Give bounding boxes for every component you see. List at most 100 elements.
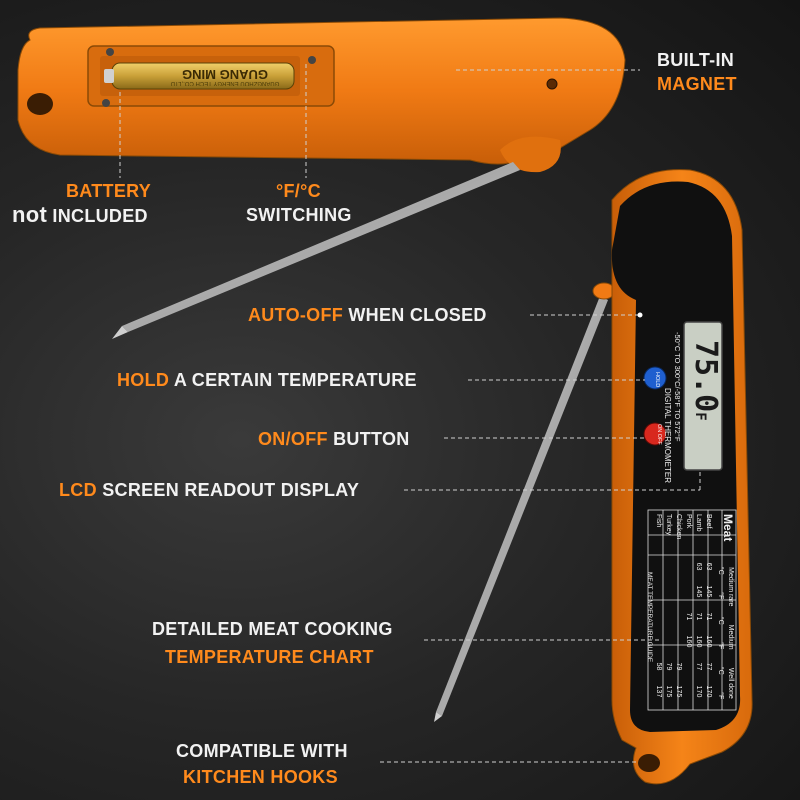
hold-button-label: HOLD	[654, 372, 660, 388]
meat-val	[672, 604, 682, 629]
lcd-accent: LCD	[59, 480, 97, 500]
built-in-label: BUILT-IN	[657, 50, 735, 70]
meat-val: 145	[695, 585, 702, 598]
device-range: -50°C TO 300°C/-58°F TO 572°F	[673, 332, 682, 442]
meat-name: Fish	[655, 514, 662, 528]
meat-val: 160	[695, 635, 702, 648]
meat-val: 170	[705, 685, 712, 698]
lcd-rest: SCREEN READOUT DISPLAY	[102, 480, 360, 500]
table-row: Beef 63 145 71 160 77 170	[702, 514, 712, 710]
doneness-well-done: Well done	[727, 667, 734, 699]
meat-val	[662, 629, 672, 654]
meat-val	[672, 629, 682, 654]
meat-val: 71	[685, 612, 692, 621]
meat-val	[662, 554, 672, 579]
battery-label: BATTERY	[66, 181, 152, 201]
lcd-unit: F	[692, 412, 708, 421]
meat-val: 170	[695, 685, 702, 698]
meat-name: Beef	[705, 514, 712, 529]
hooks-callout-line1: COMPATIBLE WITH	[176, 741, 348, 761]
lcd-screen	[683, 321, 723, 471]
top-probe	[122, 162, 520, 332]
meat-val	[682, 554, 692, 579]
meat-val: 160	[705, 635, 712, 648]
not-word: not	[12, 202, 48, 227]
meat-val: 79	[675, 662, 682, 671]
meat-val: 58	[655, 662, 662, 671]
auto-off-accent: AUTO-OFF	[248, 305, 344, 325]
front-probe	[436, 296, 608, 716]
unit-cell: °F	[717, 592, 724, 600]
meat-val	[672, 554, 682, 579]
meat-name: Turkey	[665, 514, 672, 536]
meat-val: 79	[665, 662, 672, 671]
chart-callout-line2: TEMPERATURE CHART	[165, 647, 374, 667]
meat-val: 71	[695, 612, 702, 621]
meat-guide-text: MEAT TEMPERATURE GUIDE	[646, 572, 653, 663]
doneness-medium-rare: Medium rare	[727, 567, 734, 607]
unit-row: °C °F °C °F °C °F	[717, 558, 724, 708]
meat-name: Pork	[685, 514, 692, 529]
meat-val: 175	[665, 685, 672, 698]
callout-lines	[119, 64, 701, 763]
meat-val	[662, 604, 672, 629]
onoff-button-label: ON OFF	[656, 424, 662, 445]
table-row: Turkey 79 175	[662, 514, 672, 710]
doneness-row: Medium rare Medium Well done	[727, 558, 734, 708]
not-included-label: not INCLUDED	[12, 204, 148, 226]
hold-button[interactable]	[643, 366, 667, 390]
meat-val: 63	[695, 562, 702, 571]
meat-val	[652, 579, 662, 604]
meat-val	[652, 629, 662, 654]
meat-rows: Beef 63 145 71 160 77 170 Lamb 63 145 71…	[652, 514, 712, 710]
meat-val: 145	[705, 585, 712, 598]
unit-cell: °F	[717, 642, 724, 650]
onoff-rest: BUTTON	[333, 429, 410, 449]
hold-rest: A CERTAIN TEMPERATURE	[173, 370, 417, 390]
meat-val: 71	[705, 612, 712, 621]
hooks-callout-line2: KITCHEN HOOKS	[183, 767, 338, 787]
onoff-accent: ON/OFF	[258, 429, 328, 449]
table-row: Pork 71 160	[682, 514, 692, 710]
lcd-reading: 75.0F	[688, 340, 723, 421]
auto-off-rest: WHEN CLOSED	[348, 305, 487, 325]
auto-off-callout: AUTO-OFF WHEN CLOSED	[248, 306, 487, 324]
meat-val: 160	[685, 635, 692, 648]
unit-cell: °C	[717, 666, 724, 675]
meat-val	[672, 579, 682, 604]
onoff-button[interactable]	[643, 422, 667, 446]
included-word: INCLUDED	[52, 206, 148, 226]
meat-val	[662, 579, 672, 604]
meat-val: 63	[705, 562, 712, 571]
meat-header: Meat	[721, 514, 735, 542]
chart-callout-line1: DETAILED MEAT COOKING	[152, 619, 393, 639]
meat-val: 77	[705, 662, 712, 671]
table-row: Chicken 79 175	[672, 514, 682, 710]
lcd-callout: LCD SCREEN READOUT DISPLAY	[59, 481, 359, 499]
kitchen-hook-hole	[638, 754, 660, 772]
lcd-value: 75.0	[688, 340, 723, 413]
right-thermometer-front	[434, 169, 753, 785]
meat-val	[682, 654, 692, 679]
meat-name: Lamb	[695, 514, 702, 532]
magnet-label: MAGNET	[657, 74, 737, 94]
doneness-medium: Medium	[727, 624, 734, 650]
onoff-callout: ON/OFF BUTTON	[258, 430, 410, 448]
battery-small-text: GUANGZHOU ENERGY TECH CO.,LTD	[170, 80, 280, 86]
fc-label: °F/°C	[276, 181, 321, 201]
meat-name: Chicken	[675, 514, 682, 540]
hold-accent: HOLD	[117, 370, 170, 390]
top-thermometer-back	[17, 17, 626, 339]
meat-chart-grid	[647, 509, 737, 711]
hold-callout: HOLD A CERTAIN TEMPERATURE	[117, 371, 417, 389]
switching-label: SWITCHING	[246, 205, 352, 225]
meat-val	[652, 604, 662, 629]
meat-val: 77	[695, 662, 702, 671]
table-row: Fish 58 137	[652, 514, 662, 710]
meat-val: 175	[675, 685, 682, 698]
table-row: Lamb 63 145 71 160 77 170	[692, 514, 702, 710]
unit-cell: °F	[717, 692, 724, 700]
meat-val: 137	[655, 685, 662, 698]
